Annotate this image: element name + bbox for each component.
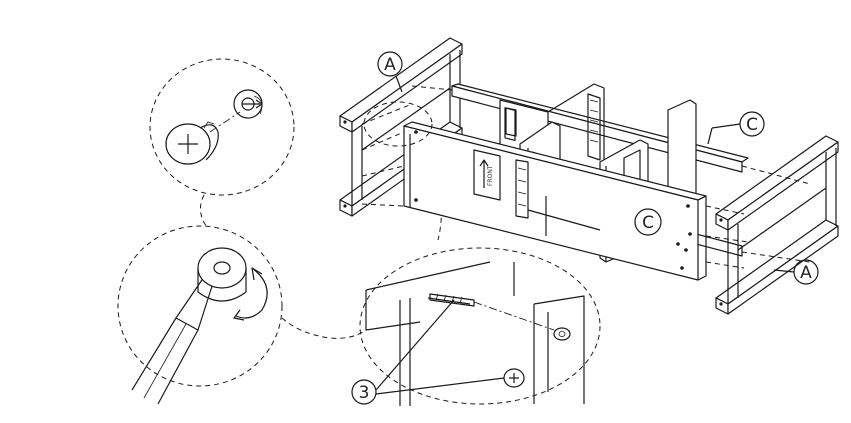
callout-c-panel-label: C: [642, 213, 654, 233]
detail-screwdriver: [117, 225, 283, 405]
callout-a-right-label: A: [800, 263, 812, 283]
detail-bolt-insertion: [359, 247, 601, 406]
cam-bolt-icon: [233, 89, 263, 119]
detail-highlight: [363, 101, 433, 147]
assembly-guide-lines: [361, 85, 811, 269]
callout-c-top-label: C: [746, 115, 758, 135]
callout-a-top-label: A: [384, 55, 396, 75]
callout-a-top: A: [377, 51, 403, 93]
detail-cam-lock: [149, 58, 295, 196]
callout-a-right: A: [773, 259, 819, 285]
callout-c-top: C: [707, 111, 765, 145]
detail-connector-bottom: [281, 317, 367, 339]
callout-hardware-3: 3: [351, 299, 505, 405]
end-frame-right: [715, 135, 839, 315]
cam-lock-icon: [165, 121, 219, 165]
screwdriver-icon: [131, 247, 247, 405]
detail-connector-top: [200, 194, 207, 227]
frame-assembly: FRONT: [339, 37, 839, 315]
svg-text:FRONT: FRONT: [487, 165, 494, 186]
callout-c-panel: C: [634, 208, 662, 236]
rotate-arrow-icon: [233, 267, 268, 321]
front-panel: FRONT: [403, 121, 707, 281]
callout-hardware-3-label: 3: [359, 383, 370, 403]
